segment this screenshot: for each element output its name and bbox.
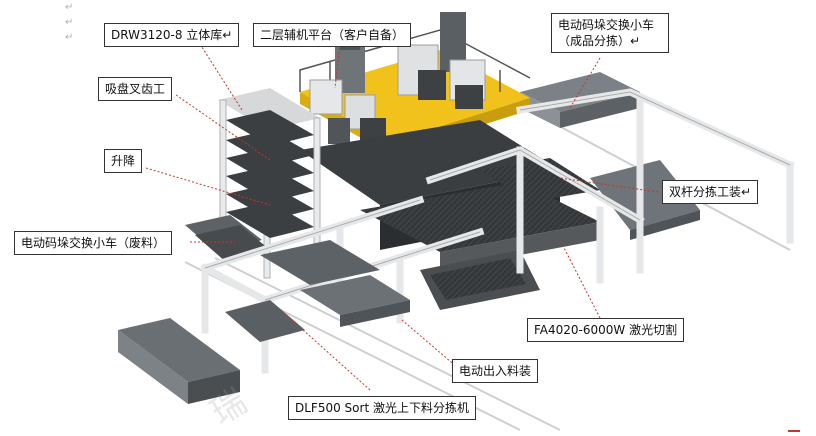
callout-double-rod: 双杆分拣工装↵ — [662, 180, 759, 204]
callout-lift: 升降 — [104, 149, 143, 173]
callout-finished-cart: 电动码垛交换小车（成品分拣）↵ — [551, 13, 669, 53]
callout-storage: DRW3120-8 立体库↵ — [104, 23, 240, 47]
leader-lines — [145, 43, 659, 391]
callout-laser: FA4020-6000W 激光切割 — [527, 318, 685, 342]
callout-platform: 二层辅机平台（客户自备） — [253, 23, 412, 47]
paragraph-mark: ↵ — [65, 32, 74, 43]
callout-loading: 电动出入料装 — [452, 359, 539, 383]
loading-carts — [260, 240, 410, 327]
callout-waste-cart: 电动码垛交换小车（废料） — [14, 231, 173, 255]
paragraph-mark: ↵ — [65, 17, 74, 28]
red-marker — [788, 430, 800, 432]
callout-sorter: DLF500 Sort 激光上下料分拣机 — [288, 396, 476, 420]
storage-tower — [218, 88, 321, 279]
callout-suction: 吸盘叉齿工 — [98, 77, 173, 101]
paragraph-mark: ↵ — [65, 2, 74, 13]
lower-left-table — [118, 300, 305, 404]
